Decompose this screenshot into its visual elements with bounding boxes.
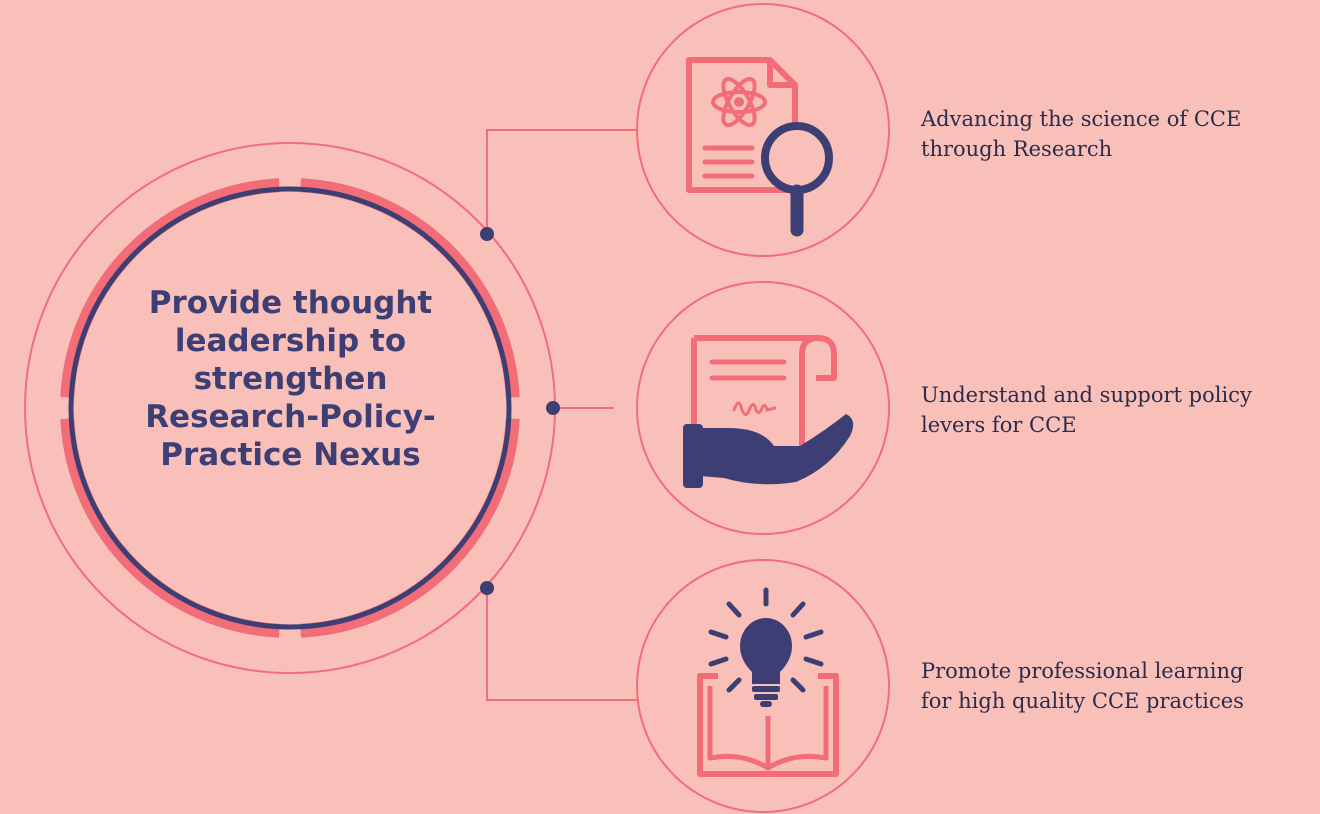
item-label-line: Understand and support policy <box>921 383 1252 407</box>
item-label-policy: Understand and support policy levers for… <box>921 380 1301 440</box>
center-title-line: strengthen <box>193 361 388 397</box>
center-title-line: Research-Policy- <box>145 399 436 435</box>
center-title-line: Practice Nexus <box>160 437 421 473</box>
center-title: Provide thought leadership to strengthen… <box>118 284 463 474</box>
policy-scroll-hand-icon <box>683 335 854 488</box>
item-label-line: through Research <box>921 137 1113 161</box>
center-title-line: leadership to <box>174 323 407 359</box>
item-circle-research <box>636 3 890 257</box>
item-label-research: Advancing the science of CCE through Res… <box>921 104 1301 164</box>
item-circle-policy <box>636 281 890 535</box>
connector-dots <box>480 227 560 595</box>
research-document-magnifier-icon <box>686 57 833 237</box>
center-title-line: Provide thought <box>148 285 433 321</box>
connectors <box>486 129 637 701</box>
item-label-line: Advancing the science of CCE <box>921 107 1242 131</box>
item-label-line: for high quality CCE practices <box>921 689 1244 713</box>
item-label-line: levers for CCE <box>921 413 1077 437</box>
thick-pink-ring <box>60 178 520 638</box>
lightbulb-book-icon <box>697 587 839 777</box>
item-label-line: Promote professional learning <box>921 659 1244 683</box>
item-circle-practice <box>636 559 890 813</box>
item-label-practice: Promote professional learning for high q… <box>921 656 1301 716</box>
navy-ring <box>68 186 512 630</box>
